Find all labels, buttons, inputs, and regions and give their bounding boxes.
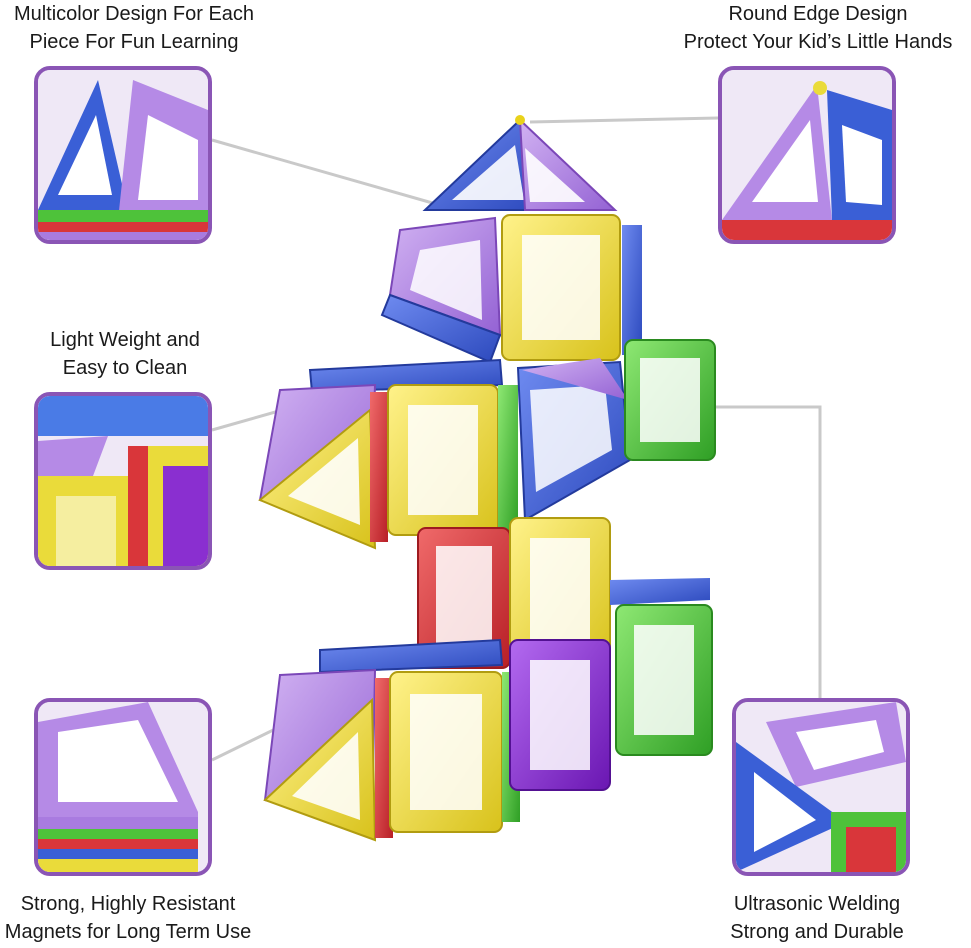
caption-light-weight-line2: Easy to Clean [62, 357, 188, 379]
caption-round-edge-line1: Round Edge Design [728, 3, 908, 25]
head-block [380, 214, 642, 364]
inset-round-edge [718, 66, 896, 244]
caption-round-edge: Round Edge Design Protect Your Kid’s Lit… [665, 0, 971, 56]
magnetic-tile-figure [258, 115, 716, 842]
light-weight-closeup-image [38, 396, 208, 566]
caption-light-weight-line1: Light Weight and [50, 329, 200, 351]
caption-multicolor-line2: Piece For Fun Learning [29, 31, 239, 53]
magnets-closeup-image [38, 702, 208, 872]
torso-block [417, 517, 710, 669]
leg-row [263, 604, 713, 842]
multicolor-closeup-image [38, 70, 208, 240]
caption-magnets-line1: Strong, Highly Resistant [20, 893, 236, 915]
caption-magnets: Strong, Highly Resistant Magnets for Lon… [0, 890, 256, 946]
caption-welding-line2: Strong and Durable [730, 921, 904, 943]
caption-multicolor: Multicolor Design For Each Piece For Fun… [0, 0, 268, 56]
caption-round-edge-line2: Protect Your Kid’s Little Hands [683, 31, 953, 53]
top-pyramid [422, 115, 618, 211]
inset-light-weight [34, 392, 212, 570]
caption-multicolor-line1: Multicolor Design For Each [13, 3, 255, 25]
caption-magnets-line2: Magnets for Long Term Use [4, 921, 252, 943]
inset-multicolor [34, 66, 212, 244]
caption-welding-line1: Ultrasonic Welding [733, 893, 901, 915]
caption-light-weight: Light Weight and Easy to Clean [20, 326, 230, 382]
shoulder-row [258, 339, 716, 550]
welding-closeup-image [736, 702, 906, 872]
caption-welding: Ultrasonic Welding Strong and Durable [712, 890, 922, 946]
inset-magnets [34, 698, 212, 876]
inset-welding [732, 698, 910, 876]
round-edge-closeup-image [722, 70, 892, 240]
